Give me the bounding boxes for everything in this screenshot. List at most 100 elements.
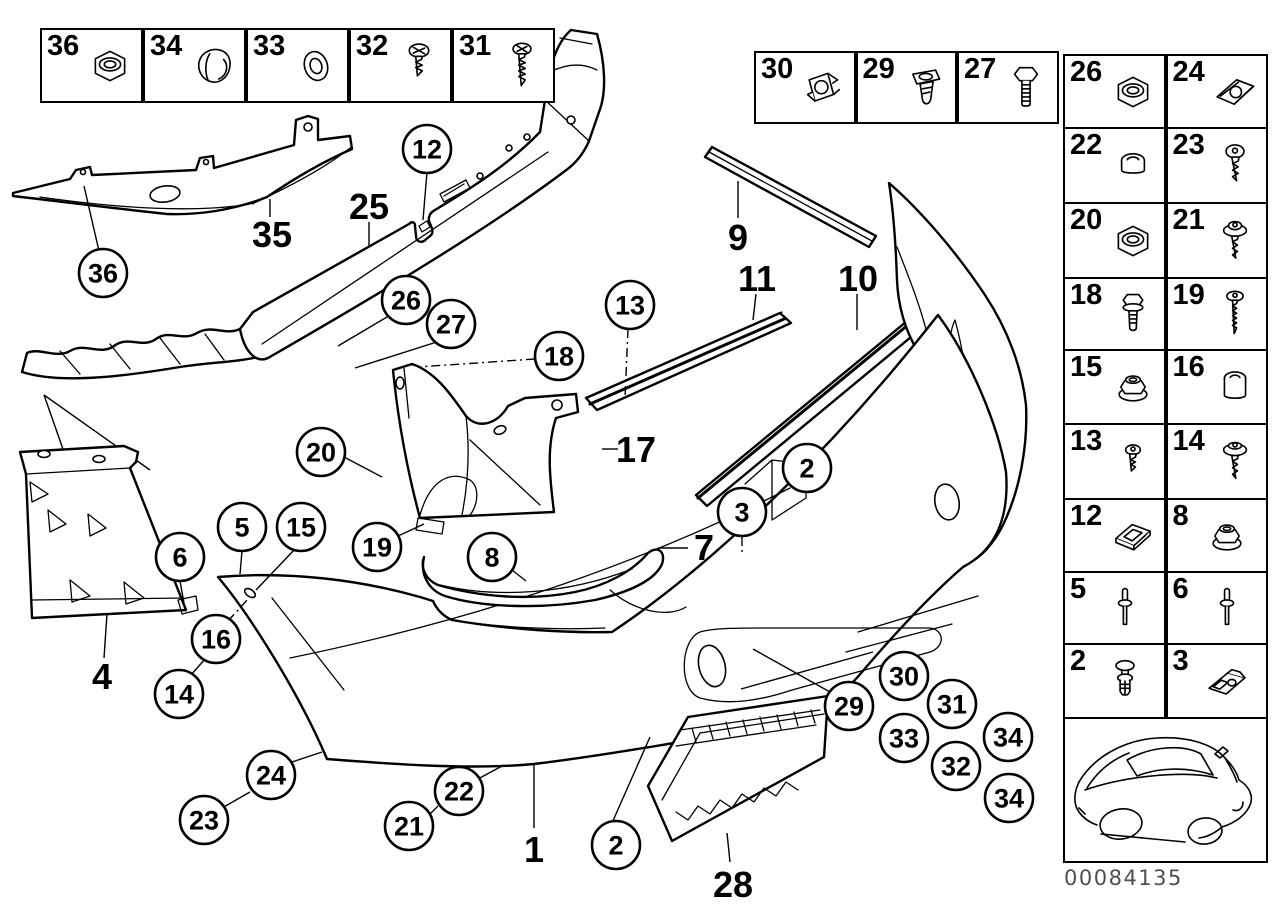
hex-bolt-icon (1014, 66, 1039, 107)
cap-plug-icon (198, 48, 232, 83)
callout-number: 16 (201, 625, 231, 655)
part-thin-strip (703, 145, 878, 249)
expansion-rivet-icon (911, 68, 941, 105)
circled-callout-34: 34 (982, 711, 1034, 763)
circled-callout-30: 30 (878, 650, 930, 702)
legend-cell-30: 30 (754, 51, 856, 124)
callout-circle (433, 765, 485, 817)
circled-callout-19: 19 (351, 521, 403, 573)
circled-callout-5: 5 (216, 501, 268, 553)
callout-number: 13 (615, 291, 645, 321)
circled-callout-24: 24 (245, 749, 297, 801)
callout-circle (878, 650, 930, 702)
legend-cell-12: 12 (1063, 498, 1166, 574)
callout-circle (351, 521, 403, 573)
legend-part-icon (491, 38, 553, 94)
callout-circle (781, 442, 833, 494)
legend-part-icon (1102, 434, 1163, 490)
callout-number: 5 (234, 513, 249, 543)
circled-callout-33: 33 (878, 712, 930, 764)
callout-circle (383, 800, 435, 852)
legend-ref-number: 24 (1172, 56, 1205, 88)
leader-lines (83, 171, 874, 863)
hex-flange-bolt-icon (1122, 293, 1144, 332)
circled-callout-13: 13 (604, 279, 656, 331)
sheet-metal-clip-icon (1208, 668, 1246, 695)
plain-callout-9: 9 (728, 217, 748, 258)
legend-ref-number: 8 (1172, 500, 1189, 532)
callout-number: 34 (993, 723, 1023, 753)
push-pin-rivet-icon (1220, 587, 1235, 626)
legend-part-icon (1102, 359, 1163, 415)
legend-ref-number: 26 (1070, 56, 1103, 88)
legend-part-icon (388, 38, 450, 94)
legend-part-icon (1102, 138, 1163, 194)
callout-number: 32 (941, 752, 971, 782)
flange-nut-icon (1212, 523, 1242, 551)
legend-ref-number: 31 (459, 30, 492, 62)
legend-cell-24: 24 (1165, 54, 1268, 130)
plain-callout-1: 1 (524, 829, 544, 870)
long-screw-icon (1226, 290, 1245, 335)
legend-ref-number: 23 (1172, 129, 1205, 161)
callout-circle (590, 819, 642, 871)
callout-number: 31 (937, 690, 967, 720)
callout-circle (401, 123, 453, 175)
callout-circle (533, 330, 585, 382)
callout-number: 19 (362, 533, 392, 563)
circled-callout-16: 16 (190, 613, 242, 665)
washer-screw-icon (1223, 441, 1248, 479)
spacer-sleeve-icon (1224, 371, 1247, 400)
callout-number: 27 (436, 310, 466, 340)
legend-ref-number: 29 (862, 53, 895, 85)
callout-number: 22 (444, 777, 474, 807)
legend-ref-number: 2 (1070, 645, 1087, 677)
legend-part-icon (1189, 508, 1266, 564)
legend-cell-31: 31 (452, 28, 555, 103)
short-screw-icon (1124, 443, 1141, 472)
circled-callout-36: 36 (77, 247, 129, 299)
circled-callout-15: 15 (275, 501, 327, 553)
legend-ref-number: 20 (1070, 204, 1103, 236)
legend-part-icon (1205, 64, 1266, 120)
legend-part-icon (1102, 508, 1163, 564)
callout-circle (878, 712, 930, 764)
circled-callout-6: 6 (154, 531, 206, 583)
legend-ref-number: 34 (150, 30, 183, 62)
hex-nut-icon (1117, 225, 1149, 257)
circled-callout-32: 32 (930, 740, 982, 792)
circled-callout-8: 8 (466, 531, 518, 583)
legend-cell-29: 29 (855, 51, 957, 124)
spacer-ring-icon (1120, 152, 1146, 174)
callout-circle (983, 772, 1035, 824)
circled-callout-29: 29 (823, 680, 875, 732)
legend-part-icon (182, 38, 244, 94)
legend-cell-2: 2 (1063, 643, 1166, 719)
legend-cell-21: 21 (1165, 202, 1268, 280)
legend-part-icon (895, 60, 955, 116)
legend-part-icon (1086, 653, 1163, 709)
callout-circle (295, 426, 347, 478)
callout-number: 2 (608, 831, 623, 861)
legend-part-icon (1205, 434, 1266, 490)
torx-screw-icon (1225, 143, 1246, 182)
callout-number: 26 (391, 286, 421, 316)
legend-ref-number: 32 (356, 30, 389, 62)
legend-cell-8: 8 (1165, 498, 1268, 574)
legend-part-icon (1102, 286, 1163, 342)
legend-ref-number: 6 (1172, 573, 1189, 605)
legend-ref-number: 36 (47, 30, 80, 62)
callout-number: 12 (412, 135, 442, 165)
callout-circle (153, 668, 205, 720)
callout-number: 18 (544, 342, 574, 372)
callout-circle (982, 711, 1034, 763)
legend-cell-18: 18 (1063, 277, 1166, 352)
legend-part-icon (996, 60, 1056, 116)
circled-callout-2: 2 (590, 819, 642, 871)
legend-ref-number: 30 (761, 53, 794, 85)
legend-cell-3: 3 (1165, 643, 1268, 719)
callout-circle (154, 531, 206, 583)
callout-circle (190, 613, 242, 665)
legend-cell-27: 27 (957, 51, 1059, 124)
